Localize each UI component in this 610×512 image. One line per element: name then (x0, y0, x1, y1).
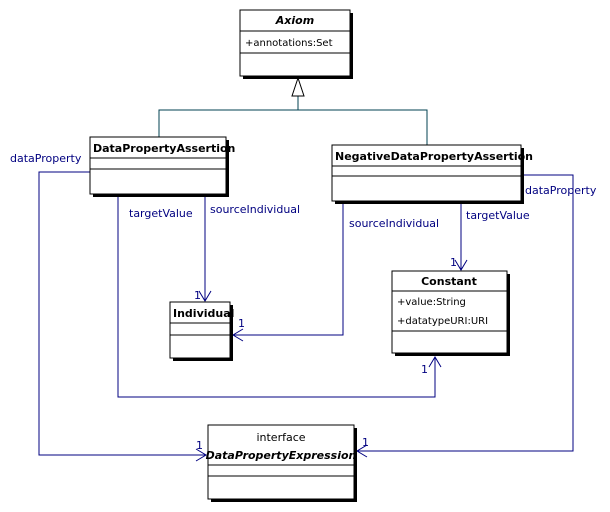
association-dpa-target-value: targetValue 1 (117, 195, 442, 398)
multiplicity-label: 1 (238, 317, 245, 330)
class-data-property-assertion: DataPropertyAssertion (89, 136, 235, 197)
association-line (38, 171, 206, 456)
association-dpa-data-property: dataProperty 1 (10, 152, 207, 462)
association-arrowhead (195, 448, 207, 462)
class-name: Individual (173, 307, 234, 320)
association-arrowhead (428, 356, 442, 368)
class-name: DataPropertyExpression (206, 449, 357, 462)
association-ndpa-data-property: dataProperty 1 (356, 174, 597, 458)
class-name: NegativeDataPropertyAssertion (335, 150, 533, 163)
multiplicity-label: 1 (194, 289, 201, 302)
generalization-tree (158, 76, 428, 145)
role-label: targetValue (129, 207, 193, 220)
class-stereotype: interface (256, 431, 305, 444)
class-constant: Constant +value:String +datatypeURI:URI (391, 270, 510, 356)
role-label: sourceIndividual (210, 203, 300, 216)
role-label: sourceIndividual (349, 217, 439, 230)
class-attribute: +annotations:Set (245, 38, 333, 49)
class-individual: Individual (169, 301, 234, 361)
association-ndpa-target-value: targetValue 1 (450, 203, 530, 271)
multiplicity-label: 1 (421, 363, 428, 376)
association-arrowhead (198, 290, 212, 302)
class-negative-data-property-assertion: NegativeDataPropertyAssertion (331, 144, 533, 204)
association-arrowhead (454, 259, 468, 271)
role-label: dataProperty (10, 152, 82, 165)
class-name: Axiom (275, 14, 314, 27)
generalization-arrowhead (291, 76, 305, 97)
multiplicity-label: 1 (450, 256, 457, 269)
class-attribute: +value:String (397, 297, 466, 308)
association-dpa-source-individual: sourceIndividual 1 (194, 195, 300, 302)
role-label: targetValue (466, 209, 530, 222)
multiplicity-label: 1 (196, 439, 203, 452)
generalization-branch (158, 109, 428, 145)
class-attribute: +datatypeURI:URI (397, 316, 488, 327)
association-line (357, 174, 574, 452)
class-name: Constant (421, 275, 477, 288)
association-line (233, 203, 344, 336)
association-line (117, 195, 436, 398)
role-label: dataProperty (525, 184, 597, 197)
multiplicity-label: 1 (362, 436, 369, 449)
class-data-property-expression: interface DataPropertyExpression (206, 424, 357, 502)
class-axiom: Axiom +annotations:Set (239, 9, 353, 79)
class-name: DataPropertyAssertion (93, 142, 235, 155)
